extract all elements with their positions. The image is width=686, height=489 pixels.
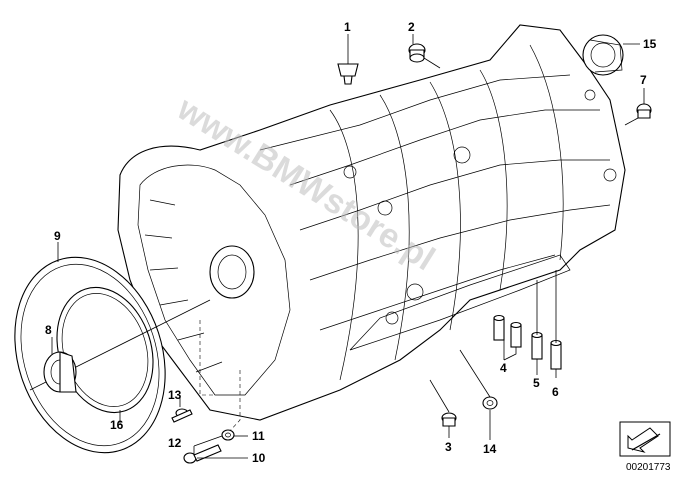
reference-number: 00201773: [626, 462, 671, 473]
shaft-seal-15: [582, 34, 624, 76]
callout-8: 8: [45, 323, 52, 337]
direction-arrow-icon: [627, 427, 659, 453]
callout-7: 7: [640, 73, 647, 87]
callout-16: 16: [110, 418, 124, 432]
callout-4: 4: [500, 361, 507, 375]
callouts: 1 2 3 4 5 6 7 8 9 10 11 12 13 14 15 16: [45, 20, 657, 465]
centerline: [29, 299, 211, 391]
callout-1: 1: [344, 20, 351, 34]
bolt-13: [171, 408, 193, 423]
washer-11: [221, 429, 235, 441]
sleeves-4: [493, 314, 522, 348]
callout-10: 10: [252, 451, 266, 465]
plug-2: [408, 43, 426, 63]
callout-15: 15: [643, 37, 657, 51]
seal-ring-14: [482, 396, 498, 410]
callout-9: 9: [54, 229, 61, 243]
callout-12: 12: [168, 436, 182, 450]
callout-2: 2: [408, 20, 415, 34]
orientation-box: [619, 421, 671, 457]
breather-cap-1: [337, 63, 359, 85]
drain-plug-3: [441, 412, 457, 427]
plug-7: [636, 103, 652, 119]
sleeve-6: [550, 339, 562, 370]
callout-5: 5: [533, 376, 540, 390]
callout-14: 14: [483, 442, 497, 456]
transmission-housing: [117, 24, 626, 434]
callout-3: 3: [445, 440, 452, 454]
leader-lines: [51, 34, 645, 459]
callout-11: 11: [252, 429, 265, 443]
sleeve-5: [531, 331, 543, 360]
bolt-10: [183, 444, 222, 464]
callout-13: 13: [168, 388, 182, 402]
shaft-seal-8: [43, 351, 77, 393]
callout-6: 6: [552, 385, 559, 399]
